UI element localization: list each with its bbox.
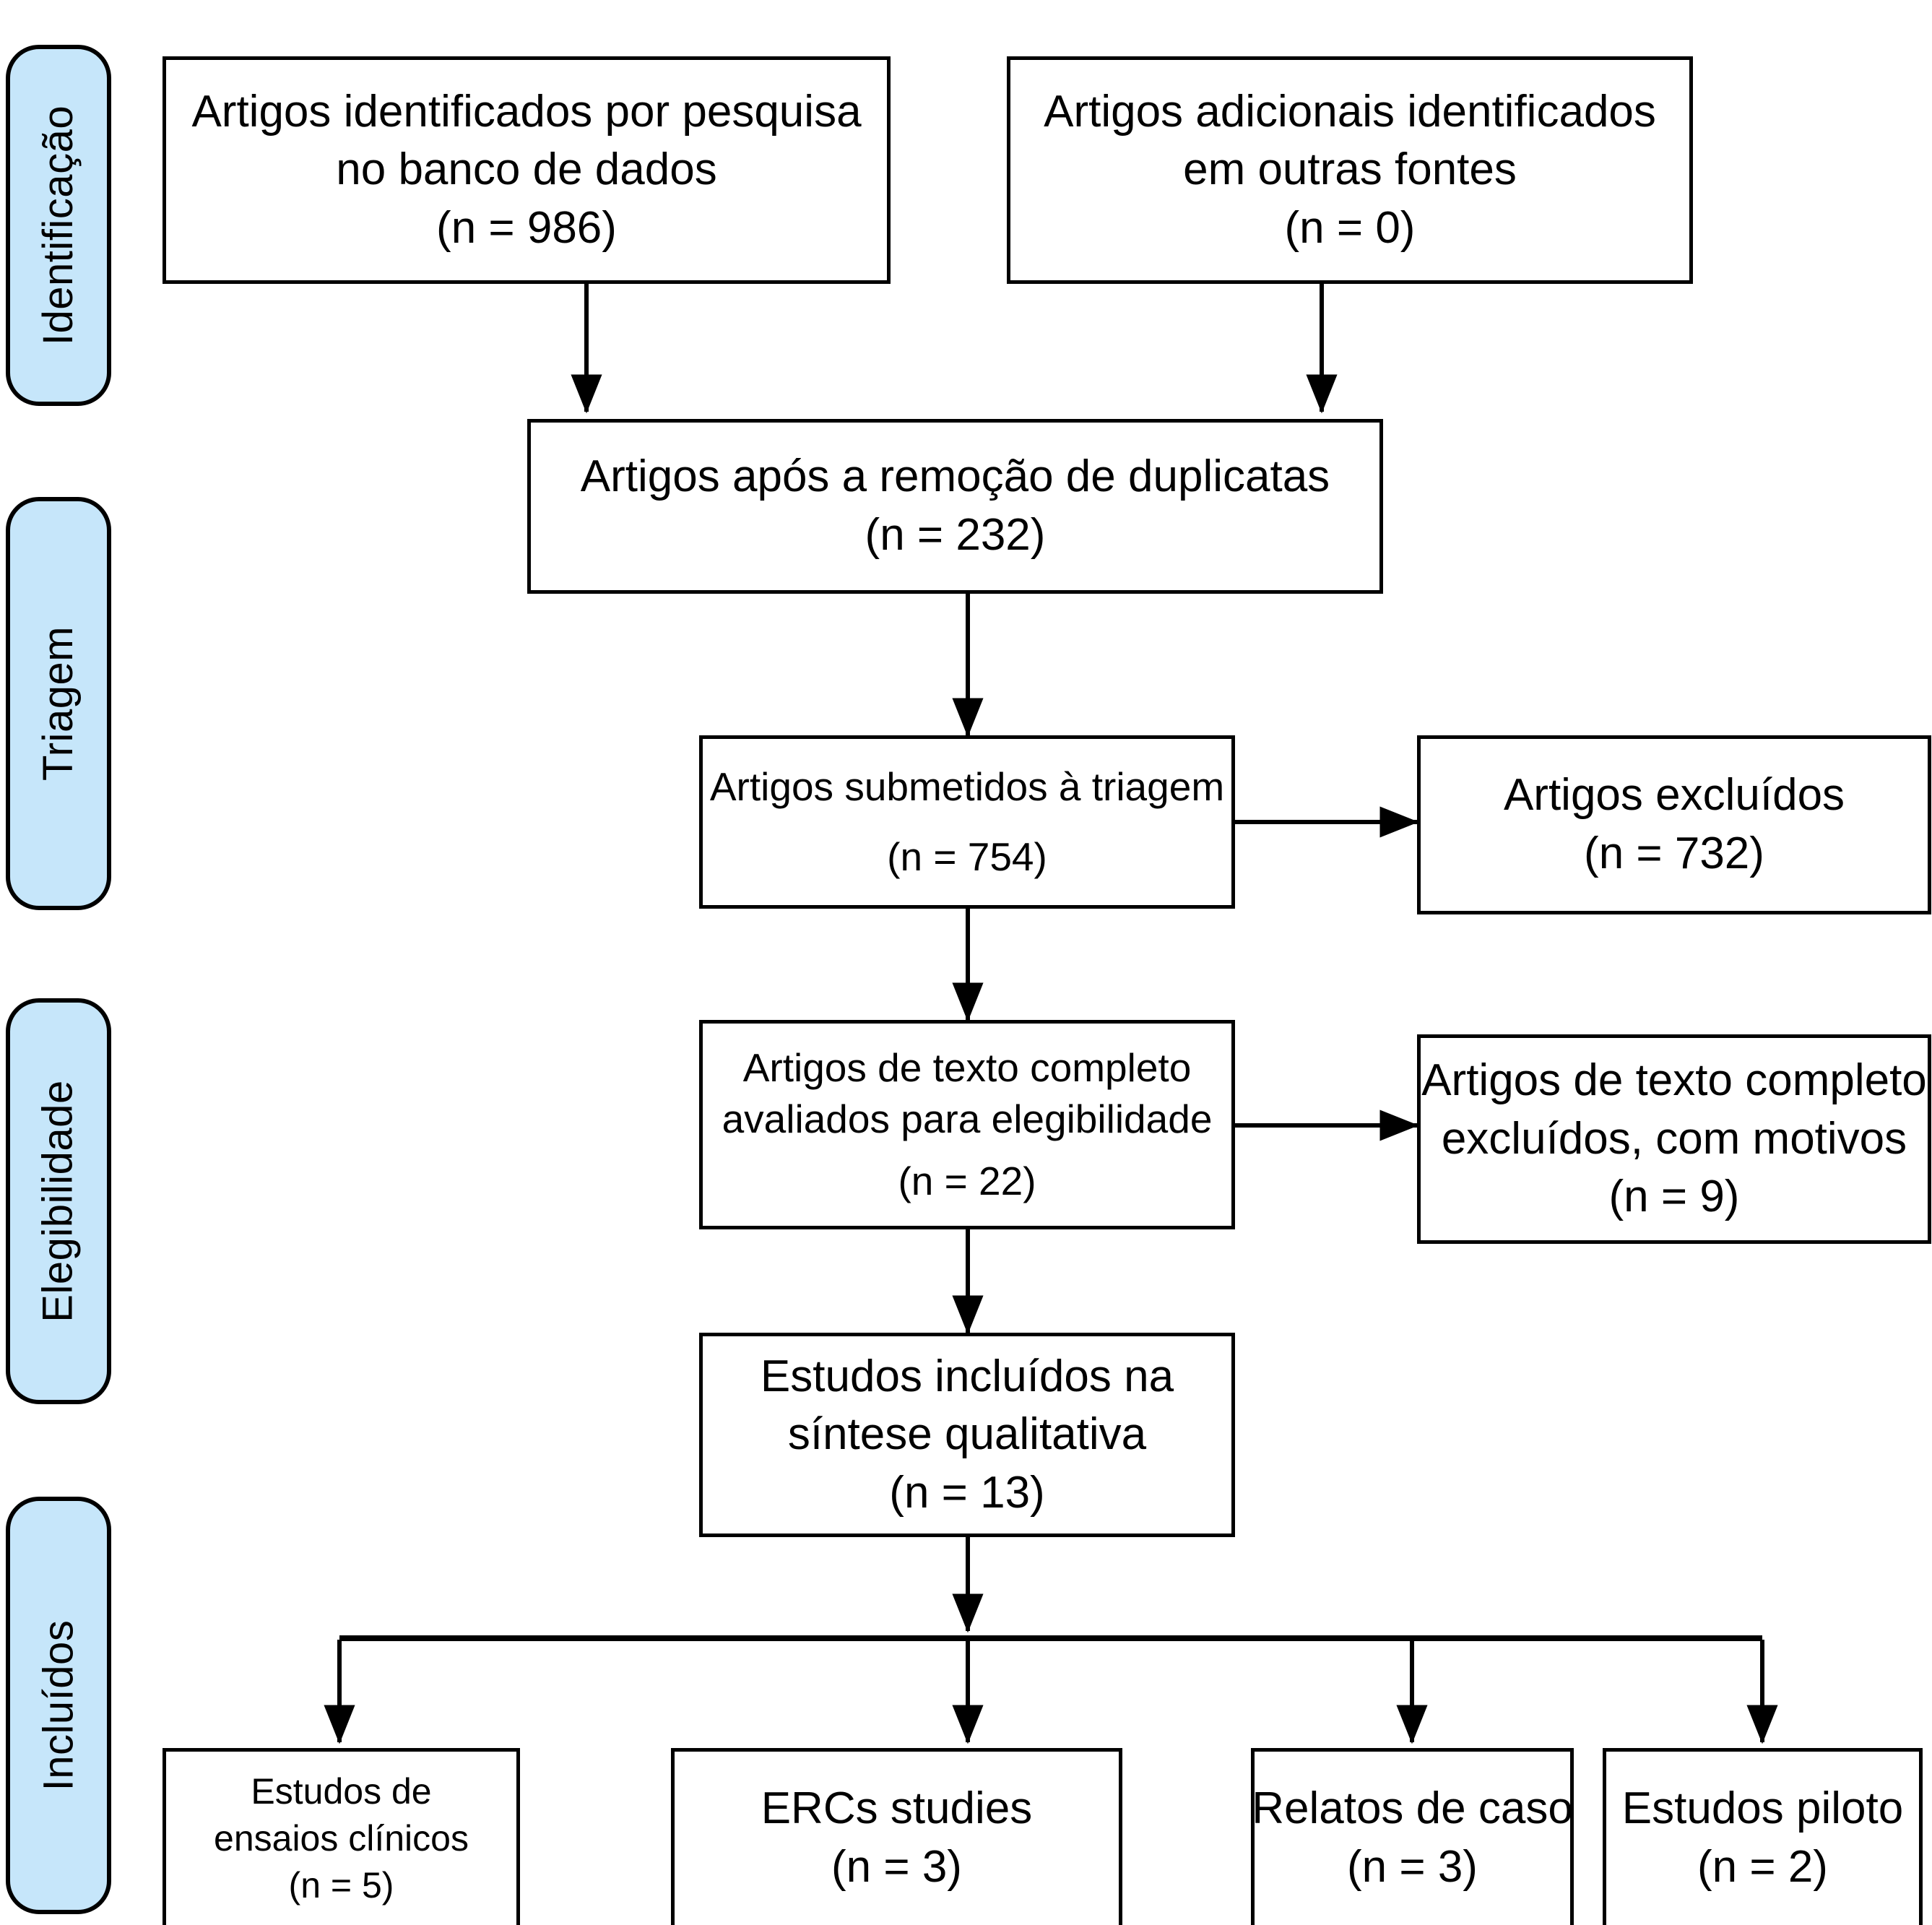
box-excluded-line-1: Artigos excluídos [1503,770,1845,821]
box-database-search-count: (n = 986) [436,202,617,253]
stage-pill-identificacao: Identificação [6,45,111,406]
box-pilot-studies-count: (n = 2) [1697,1842,1828,1892]
box-after-duplicates-count: (n = 232) [865,510,1046,560]
box-after-duplicates-line-1: Artigos após a remoção de duplicatas [580,451,1330,502]
box-database-search-line-2: no banco de dados [336,144,717,195]
box-fulltext-assessed: Artigos de texto completo avaliados para… [699,1020,1235,1229]
stage-pill-incluidos: Incluídos [6,1497,111,1914]
box-case-reports-line-1: Relatos de caso [1252,1783,1573,1834]
box-fulltext-excluded-count: (n = 9) [1608,1172,1740,1222]
box-case-reports-count: (n = 3) [1347,1842,1478,1892]
box-clinical-trials: Estudos de ensaios clínicos (n = 5) [163,1748,520,1925]
box-clinical-trials-line-1: Estudos de [251,1770,432,1812]
stage-pill-elegibilidade: Elegibilidade [6,998,111,1404]
stage-label-incluidos: Incluídos [35,1619,82,1791]
box-fulltext-assessed-line-1: Artigos de texto completo [742,1044,1192,1090]
box-database-search: Artigos identificados por pesquisa no ba… [163,56,891,284]
box-other-sources-count: (n = 0) [1284,202,1416,253]
box-fulltext-assessed-count: (n = 22) [898,1158,1036,1203]
box-excluded-count: (n = 732) [1584,829,1764,878]
box-other-sources-line-2: em outras fontes [1183,144,1517,195]
box-screened-count: (n = 754) [887,834,1047,879]
box-fulltext-excluded-line-1: Artigos de texto completo [1421,1055,1927,1106]
box-other-sources-line-1: Artigos adicionais identificados [1044,86,1656,137]
box-included-qualitative-count: (n = 13) [889,1467,1045,1518]
box-case-reports: Relatos de caso (n = 3) [1251,1748,1574,1925]
box-excluded: Artigos excluídos (n = 732) [1417,735,1931,914]
box-database-search-line-1: Artigos identificados por pesquisa [191,86,862,137]
box-fulltext-excluded-line-2: excluídos, com motivos [1441,1113,1907,1164]
box-fulltext-excluded: Artigos de texto completo excluídos, com… [1417,1034,1931,1244]
box-pilot-studies-line-1: Estudos piloto [1621,1783,1904,1834]
stage-label-elegibilidade: Elegibilidade [35,1080,82,1323]
box-fulltext-assessed-line-2: avaliados para elegibilidade [722,1096,1213,1142]
stage-label-triagem: Triagem [35,626,82,782]
box-clinical-trials-line-2: ensaios clínicos [214,1817,469,1859]
box-after-duplicates: Artigos após a remoção de duplicatas (n … [527,419,1383,594]
box-screened: Artigos submetidos à triagem (n = 754) [699,735,1235,909]
box-rct-studies-line-1: ERCs studies [761,1783,1033,1834]
box-pilot-studies: Estudos piloto (n = 2) [1603,1748,1923,1925]
box-other-sources: Artigos adicionais identificados em outr… [1007,56,1693,284]
box-clinical-trials-count: (n = 5) [288,1864,394,1905]
box-included-qualitative-line-2: síntese qualitativa [787,1409,1147,1460]
box-included-qualitative-line-1: Estudos incluídos na [760,1351,1174,1401]
stage-label-identificacao: Identificação [35,105,82,346]
box-rct-studies: ERCs studies (n = 3) [671,1748,1122,1925]
box-rct-studies-count: (n = 3) [831,1842,962,1892]
box-included-qualitative: Estudos incluídos na síntese qualitativa… [699,1333,1235,1537]
box-screened-line-1: Artigos submetidos à triagem [709,763,1225,809]
stage-pill-triagem: Triagem [6,497,111,910]
